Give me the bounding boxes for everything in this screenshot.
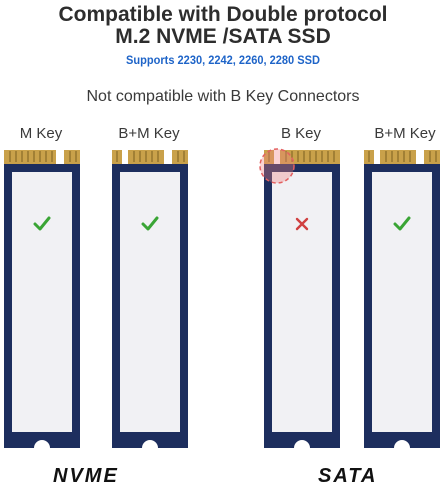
protocol-label-nvme: NVME xyxy=(53,465,119,487)
ssd-m-key xyxy=(4,150,80,448)
key-label-b: B Key xyxy=(280,125,322,142)
check-icon xyxy=(4,216,80,237)
check-icon xyxy=(112,216,188,237)
ssd-b-key xyxy=(264,150,340,448)
key-label-bm-nvme: B+M Key xyxy=(118,125,180,142)
headline-line-2: M.2 NVME /SATA SSD xyxy=(115,25,331,48)
headline-line-1: Compatible with Double protocol xyxy=(58,3,388,26)
key-label-m: M Key xyxy=(19,125,63,142)
protocol-label-sata: SATA xyxy=(318,465,378,487)
key-label-bm-sata: B+M Key xyxy=(374,125,436,142)
b-key-notch-highlight xyxy=(257,146,297,186)
check-icon xyxy=(364,216,440,237)
ssd-bm-key-nvme xyxy=(112,150,188,448)
ssd-bm-key-sata xyxy=(364,150,440,448)
cross-icon xyxy=(264,216,340,237)
supported-sizes: Supports 2230, 2242, 2260, 2280 SSD xyxy=(126,53,320,67)
incompatibility-note: Not compatible with B Key Connectors xyxy=(86,88,360,105)
